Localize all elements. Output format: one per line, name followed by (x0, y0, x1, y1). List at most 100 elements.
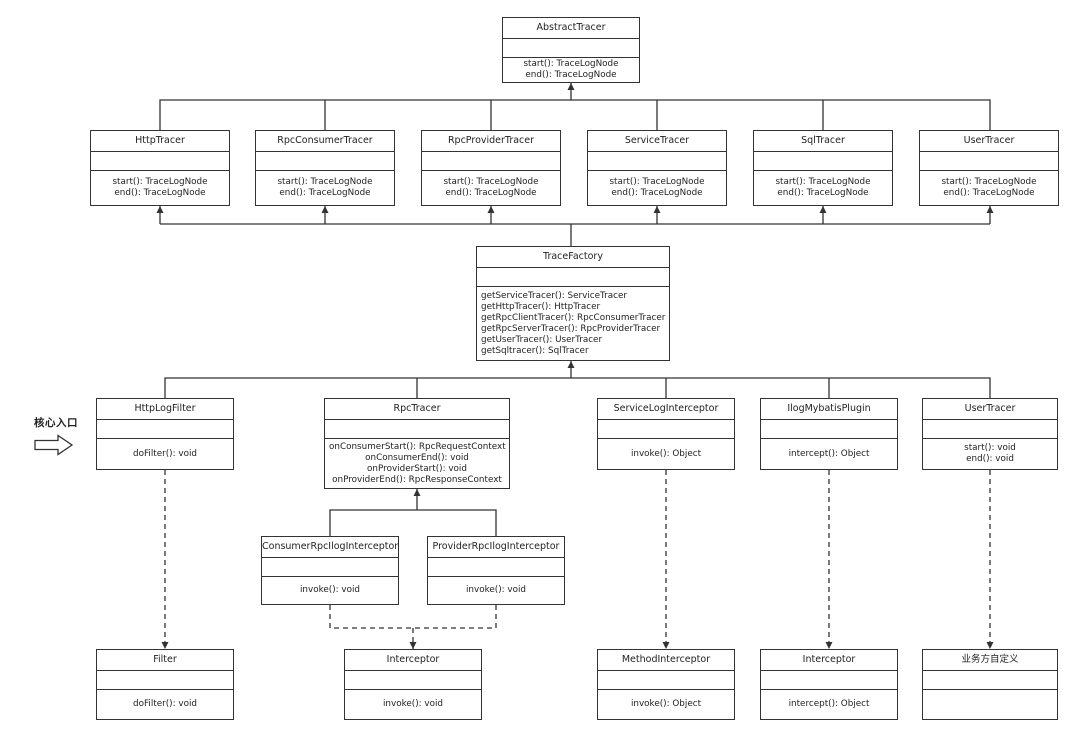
method: invoke(): void (299, 585, 361, 595)
rpc-provider-tracer-class: RpcProviderTracer start(): TraceLogNode … (421, 130, 561, 206)
method: end(): TraceLogNode (114, 188, 206, 198)
class-name: UserTracer (923, 399, 1057, 420)
method: start(): TraceLogNode (112, 177, 208, 187)
class-name: ServiceTracer (588, 131, 726, 152)
sql-tracer-class: SqlTracer start(): TraceLogNode end(): T… (753, 130, 893, 206)
fields-compartment (477, 268, 669, 287)
class-name: RpcConsumerTracer (256, 131, 394, 152)
rpc-inheritance-lines (329, 509, 497, 536)
class-name: Interceptor (761, 650, 897, 671)
tracer-inheritance-bus (159, 99, 991, 130)
method: onConsumerEnd(): void (365, 452, 469, 463)
service-tracer-class: ServiceTracer start(): TraceLogNode end(… (587, 130, 727, 206)
factory-usage-bus (164, 377, 991, 398)
fields-compartment (345, 671, 481, 690)
methods-compartment: doFilter(): void (97, 690, 233, 719)
class-name: Interceptor (345, 650, 481, 671)
method: getUserTracer(): UserTracer (481, 334, 603, 345)
interceptor-mybatis-interface: Interceptor intercept(): Object (760, 649, 898, 720)
class-name: IlogMybatisPlugin (761, 399, 897, 420)
methods-compartment: invoke(): Object (598, 439, 734, 469)
methods-compartment: getServiceTracer(): ServiceTracer getHtt… (477, 287, 669, 360)
method: end(): void (966, 454, 1014, 464)
service-log-interceptor-class: ServiceLogInterceptor invoke(): Object (597, 398, 735, 470)
method: start(): TraceLogNode (941, 177, 1037, 187)
class-name: AbstractTracer (503, 18, 639, 39)
class-name: 业务方自定义 (923, 650, 1057, 671)
method: getHttpTracer(): HttpTracer (481, 301, 601, 312)
class-name: RpcProviderTracer (422, 131, 560, 152)
method: getRpcClientTracer(): RpcConsumerTracer (481, 312, 666, 323)
method: invoke(): void (382, 699, 444, 709)
method: invoke(): Object (630, 448, 702, 459)
fields-compartment (97, 671, 233, 690)
fields-compartment (97, 420, 233, 439)
fields-compartment (920, 152, 1058, 171)
realize-interceptor-rpc (329, 605, 497, 649)
core-entry-label: 核心入口 (34, 417, 78, 429)
factory-dependency-bus (160, 223, 990, 246)
methods-compartment: start(): void end(): void (923, 439, 1057, 469)
abstract-tracer-class: AbstractTracer start(): TraceLogNode end… (502, 17, 640, 83)
provider-rpc-ilog-interceptor-class: ProviderRpcIlogInterceptor invoke(): voi… (427, 536, 565, 605)
method: getServiceTracer(): ServiceTracer (481, 290, 627, 301)
method: end(): TraceLogNode (279, 188, 371, 198)
fields-compartment (325, 420, 509, 439)
method-interceptor-interface: MethodInterceptor invoke(): Object (597, 649, 735, 720)
fields-compartment (262, 558, 398, 577)
fields-compartment (598, 420, 734, 439)
class-name: ProviderRpcIlogInterceptor (428, 537, 564, 558)
fields-compartment (588, 152, 726, 171)
filter-interface: Filter doFilter(): void (96, 649, 234, 720)
fields-compartment (503, 39, 639, 58)
method: end(): TraceLogNode (445, 188, 537, 198)
method: start(): void (964, 443, 1016, 453)
fields-compartment (91, 152, 229, 171)
method: invoke(): Object (630, 699, 702, 709)
methods-compartment: doFilter(): void (97, 439, 233, 469)
methods-compartment: start(): TraceLogNode end(): TraceLogNod… (754, 171, 892, 205)
interceptor-rpc-interface: Interceptor invoke(): void (344, 649, 482, 720)
rpc-tracer-class: RpcTracer onConsumerStart(): RpcRequestC… (324, 398, 510, 489)
fields-compartment (761, 420, 897, 439)
class-name: ConsumerRpcIlogInterceptor (262, 537, 398, 558)
methods-compartment: start(): TraceLogNode end(): TraceLogNod… (920, 171, 1058, 205)
business-custom-class: 业务方自定义 (922, 649, 1058, 720)
method: start(): TraceLogNode (443, 177, 539, 187)
method: invoke(): void (465, 585, 527, 595)
class-name: Filter (97, 650, 233, 671)
method: onProviderEnd(): RpcResponseContext (332, 474, 502, 485)
fields-compartment (754, 152, 892, 171)
methods-compartment: start(): TraceLogNode end(): TraceLogNod… (422, 171, 560, 205)
method: start(): TraceLogNode (523, 59, 619, 69)
core-entry-arrow-icon (34, 434, 74, 456)
class-name: HttpLogFilter (97, 399, 233, 420)
method: intercept(): Object (788, 699, 870, 709)
consumer-rpc-ilog-interceptor-class: ConsumerRpcIlogInterceptor invoke(): voi… (261, 536, 399, 605)
class-name: ServiceLogInterceptor (598, 399, 734, 420)
method: end(): TraceLogNode (777, 188, 869, 198)
trace-factory-class: TraceFactory getServiceTracer(): Service… (476, 246, 670, 361)
methods-compartment: onConsumerStart(): RpcRequestContext onC… (325, 439, 509, 488)
http-log-filter-class: HttpLogFilter doFilter(): void (96, 398, 234, 470)
ilog-mybatis-plugin-class: IlogMybatisPlugin intercept(): Object (760, 398, 898, 470)
methods-compartment: start(): TraceLogNode end(): TraceLogNod… (503, 58, 639, 82)
fields-compartment (761, 671, 897, 690)
method: end(): TraceLogNode (525, 70, 617, 80)
fields-compartment (256, 152, 394, 171)
class-name: HttpTracer (91, 131, 229, 152)
method: end(): TraceLogNode (611, 188, 703, 198)
fields-compartment (923, 420, 1057, 439)
fields-compartment (428, 558, 564, 577)
rpc-consumer-tracer-class: RpcConsumerTracer start(): TraceLogNode … (255, 130, 395, 206)
method: start(): TraceLogNode (277, 177, 373, 187)
methods-compartment: invoke(): Object (598, 690, 734, 719)
method: getRpcServerTracer(): RpcProviderTracer (481, 323, 661, 334)
methods-compartment: start(): TraceLogNode end(): TraceLogNod… (588, 171, 726, 205)
method: doFilter(): void (133, 699, 197, 709)
methods-compartment: intercept(): Object (761, 690, 897, 719)
class-name: SqlTracer (754, 131, 892, 152)
methods-compartment: start(): TraceLogNode end(): TraceLogNod… (91, 171, 229, 205)
